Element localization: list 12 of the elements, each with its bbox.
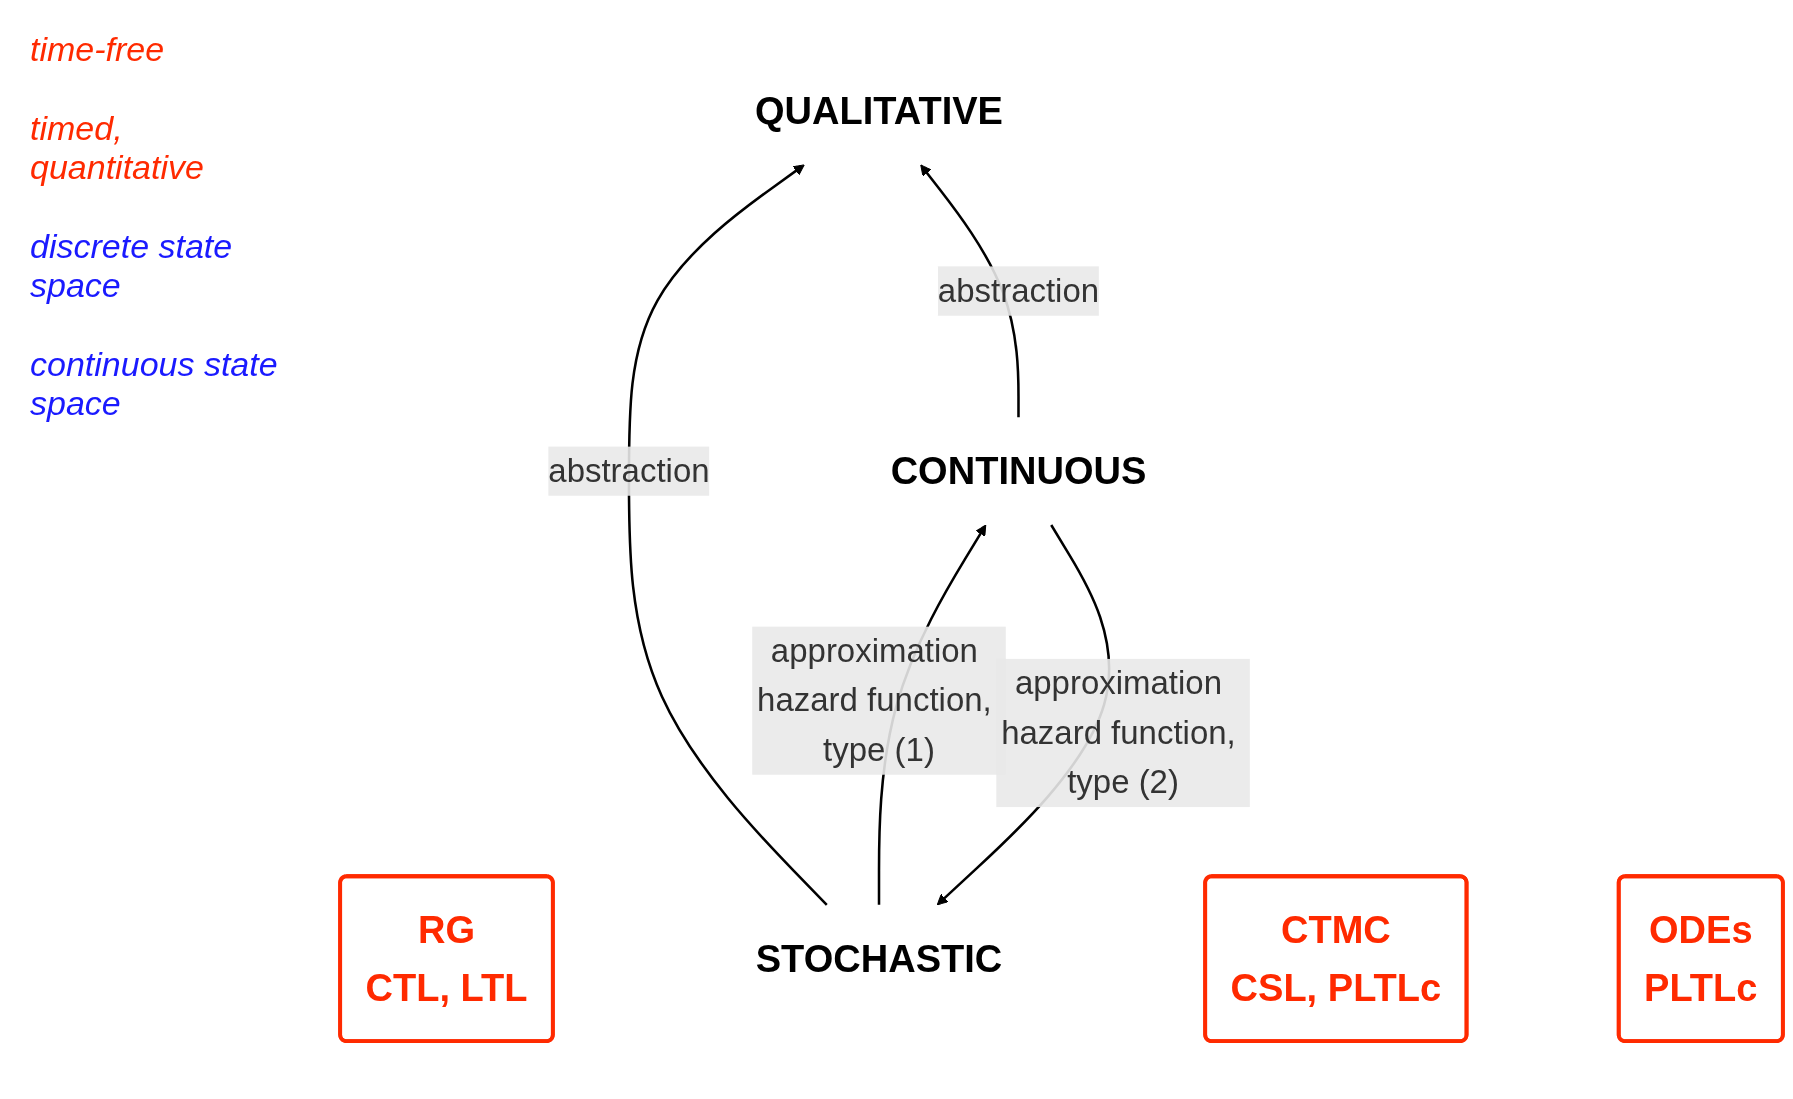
node-text: QUALITATIVE bbox=[755, 90, 1003, 133]
time-region-label: time-free bbox=[30, 30, 166, 69]
edge-label: approximation hazard function, type (2) bbox=[1001, 664, 1236, 802]
time-region-label: timed, quantitative bbox=[30, 109, 205, 187]
node-text: STOCHASTIC bbox=[755, 938, 1003, 980]
edge-label: abstraction bbox=[548, 451, 710, 490]
state-space-label: continuous state space bbox=[30, 345, 279, 423]
edge-label: abstraction bbox=[937, 271, 1100, 310]
node-text: CONTINUOUS bbox=[890, 450, 1147, 493]
edge-label: approximation hazard function, type (1) bbox=[757, 631, 992, 769]
state-space-label: discrete state space bbox=[30, 227, 234, 305]
arrow bbox=[627, 164, 828, 907]
